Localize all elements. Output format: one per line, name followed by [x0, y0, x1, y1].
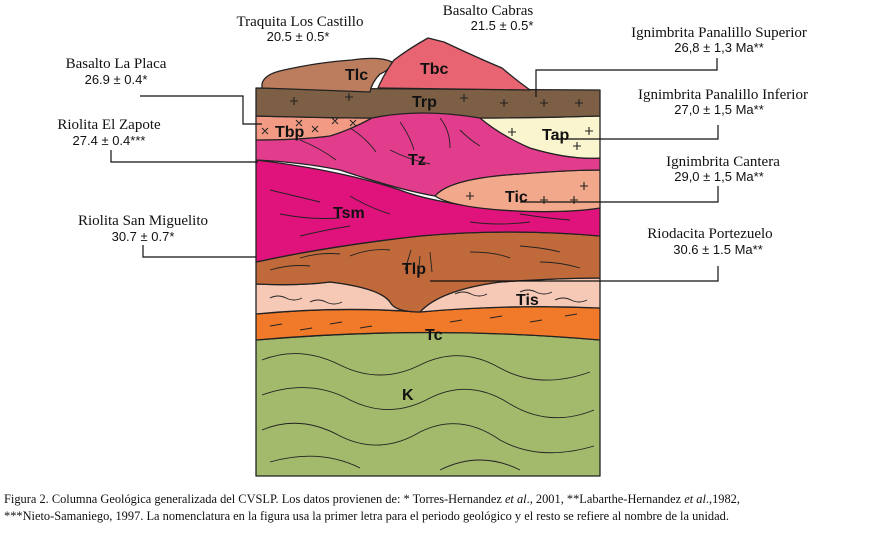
code-Tlc: Tlc — [345, 67, 368, 84]
code-Tbp: Tbp — [275, 124, 305, 141]
code-Tsm: Tsm — [333, 205, 365, 222]
label-name-Tbc: Basalto Cabras — [443, 3, 534, 19]
label-name-Tap: Ignimbrita Panalillo Inferior — [638, 87, 808, 103]
caption-etal-2: et al — [684, 492, 706, 506]
label-age-Tlc: 20.5 ± 0.5* — [267, 29, 330, 44]
layer-textures — [261, 117, 595, 471]
leader-lines — [110, 58, 719, 282]
caption-text-1: Figura 2. Columna Geológica generalizada… — [4, 492, 505, 506]
caption-etal-1: et al — [504, 492, 527, 506]
label-name-Tlc: Traquita Los Castillo — [237, 14, 364, 30]
unit-Tlc — [261, 57, 393, 93]
label-age-Tsm: 30.7 ± 0.7* — [112, 229, 175, 244]
code-Trp: Trp — [412, 94, 437, 111]
ignimbrite-marks — [290, 93, 593, 204]
code-Tis: Tis — [516, 292, 539, 309]
label-name-Tsm: Riolita San Miguelito — [78, 213, 208, 229]
code-Tz: Tz — [408, 152, 426, 169]
label-name-Tz: Riolita El Zapote — [57, 117, 161, 133]
label-age-Tap: 27,0 ± 1,5 Ma** — [674, 102, 764, 117]
code-Tbc: Tbc — [420, 61, 449, 78]
label-name-Trp: Ignimbrita Panalillo Superior — [631, 25, 807, 41]
label-age-Trp: 26,8 ± 1,3 Ma** — [674, 40, 764, 55]
unit-labels: Traquita Los Castillo 20.5 ± 0.5* Basalt… — [57, 3, 808, 257]
label-age-Tbc: 21.5 ± 0.5* — [471, 18, 534, 33]
caption-line-2: ***Nieto-Samaniego, 1997. La nomenclatur… — [4, 509, 729, 523]
label-name-Tlp: Riodacita Portezuelo — [647, 226, 772, 242]
unit-codes: Tlc Tbc Trp Tap Tbp Tz Tic Tsm Tlp Tis T… — [275, 61, 569, 404]
unit-Tbc — [377, 37, 531, 91]
label-age-Tic: 29,0 ± 1,5 Ma** — [674, 169, 764, 184]
code-Tap: Tap — [542, 127, 569, 144]
basalt-marks — [261, 117, 357, 135]
caption-text-2: ., 2001, **Labarthe-Hernandez — [526, 492, 685, 506]
label-name-Tic: Ignimbrita Cantera — [666, 154, 780, 170]
code-Tic: Tic — [505, 189, 528, 206]
geologic-column-diagram: Tlc Tbc Trp Tap Tbp Tz Tic Tsm Tlp Tis T… — [57, 3, 808, 477]
figure-caption: Figura 2. Columna Geológica generalizada… — [4, 491, 892, 525]
label-age-Tbp: 26.9 ± 0.4* — [85, 72, 148, 87]
label-age-Tz: 27.4 ± 0.4*** — [73, 133, 146, 148]
caption-text-3: .,1982, — [705, 492, 740, 506]
caption-line-1: Figura 2. Columna Geológica generalizada… — [4, 491, 892, 508]
code-Tc: Tc — [425, 327, 443, 344]
label-age-Tlp: 30.6 ± 1.5 Ma** — [673, 242, 763, 257]
label-name-Tbp: Basalto La Placa — [66, 56, 167, 72]
unit-K — [255, 331, 601, 477]
code-K: K — [402, 387, 414, 404]
unit-Trp — [255, 87, 601, 119]
code-Tlp: Tlp — [402, 261, 426, 278]
